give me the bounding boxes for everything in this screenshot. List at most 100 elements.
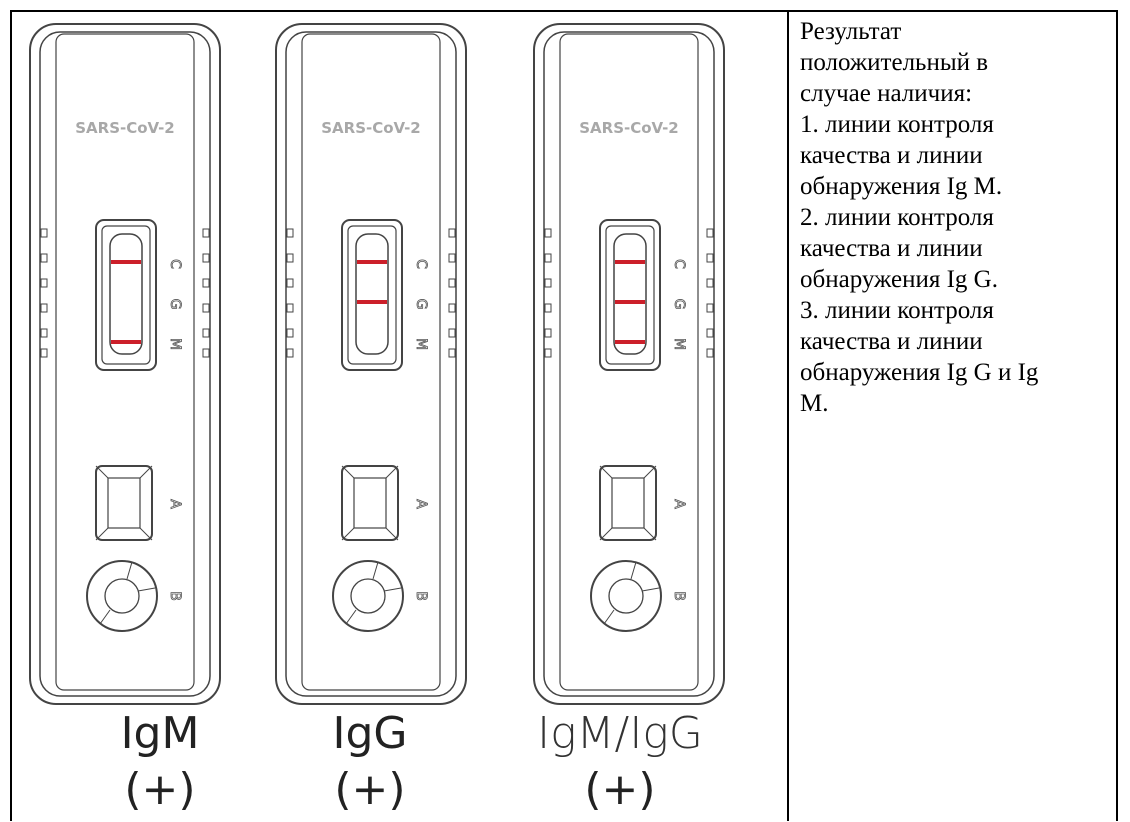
brand-text: SARS-CoV-2: [75, 119, 175, 137]
well-b-inner: [608, 578, 644, 614]
desc-line: обнаружения Ig G.: [800, 266, 998, 293]
cassette-center-panel: [559, 33, 699, 691]
grip-tick-left: [40, 253, 48, 263]
grip-tick-right: [202, 278, 210, 288]
well-a-bevel: [599, 527, 613, 541]
grip-tick-left: [286, 228, 294, 238]
cassette-3-name: IgM/IgG: [537, 708, 703, 759]
cassette-1-name: IgM: [120, 708, 200, 759]
window-mark-g: G: [413, 299, 429, 310]
grip-tick-left: [40, 303, 48, 313]
reading-window-strip: [109, 233, 143, 355]
grip-tick-right: [202, 253, 210, 263]
line-m: [111, 340, 141, 344]
well-b-spoke: [126, 561, 133, 580]
desc-line: качества и линии: [800, 328, 983, 355]
well-a-frame: [341, 465, 399, 541]
well-b-outer: [332, 560, 404, 632]
desc-line: 3. линии контроля: [800, 297, 994, 324]
well-a-bevel: [95, 527, 109, 541]
cassette-label-1: IgM (+): [60, 712, 260, 822]
desc-line: случае наличия:: [800, 80, 973, 107]
well-b-outer: [590, 560, 662, 632]
desc-line: качества и линии: [800, 142, 983, 169]
well-a-bevel: [643, 465, 657, 479]
cassette-inner-shell: [39, 31, 211, 697]
desc-line: обнаружения Ig G и Ig: [800, 359, 1039, 386]
well-mark-b: B: [671, 591, 687, 601]
well-mark-a: A: [413, 499, 429, 509]
well-mark-b: B: [413, 591, 429, 601]
well-b-spoke: [641, 587, 660, 592]
well-b-inner: [350, 578, 386, 614]
well-mark-a: A: [167, 499, 183, 509]
grip-tick-left: [40, 228, 48, 238]
cell-divider: [787, 10, 789, 821]
cassette-label-3: IgM/IgG (+): [500, 712, 740, 822]
line-m: [615, 340, 645, 344]
desc-line: положительный в: [800, 49, 989, 76]
reading-window-strip: [613, 233, 647, 355]
grip-tick-right: [448, 228, 456, 238]
window-mark-c: C: [413, 259, 429, 269]
grip-tick-left: [544, 303, 552, 313]
grip-tick-right: [448, 348, 456, 358]
well-b-outer: [86, 560, 158, 632]
line-g: [615, 300, 645, 304]
cassette-label-2: IgG (+): [270, 712, 470, 822]
grip-tick-left: [544, 253, 552, 263]
desc-line: качества и линии: [800, 235, 983, 262]
desc-line: M.: [800, 390, 829, 417]
grip-tick-right: [706, 228, 714, 238]
well-b-spoke: [345, 609, 357, 625]
reading-window-bevel: [101, 225, 151, 365]
cassette-1-result: (+): [124, 764, 196, 815]
cassette-2-result: (+): [334, 764, 406, 815]
well-a-inner: [107, 477, 141, 529]
window-mark-g: G: [671, 299, 687, 310]
result-description: Результат положительный в случае наличия…: [800, 16, 1110, 419]
grip-tick-left: [40, 348, 48, 358]
window-mark-c: C: [167, 259, 183, 269]
well-a-inner: [611, 477, 645, 529]
grip-tick-left: [40, 278, 48, 288]
well-mark-a: A: [671, 499, 687, 509]
well-a-frame: [95, 465, 153, 541]
cassette-inner-shell: [543, 31, 715, 697]
grip-tick-right: [202, 228, 210, 238]
line-c: [357, 260, 387, 264]
line-g: [357, 300, 387, 304]
line-c: [615, 260, 645, 264]
well-b-spoke: [603, 609, 615, 625]
well-b-spoke: [372, 561, 379, 580]
cassette-center-panel: [301, 33, 441, 691]
grip-tick-right: [448, 328, 456, 338]
brand-text: SARS-CoV-2: [579, 119, 679, 137]
well-a-bevel: [341, 527, 355, 541]
well-a-bevel: [139, 465, 153, 479]
desc-line: 2. линии контроля: [800, 204, 994, 231]
grip-tick-left: [544, 348, 552, 358]
well-a-bevel: [385, 527, 399, 541]
well-a-bevel: [139, 527, 153, 541]
well-b-spoke: [99, 609, 111, 625]
grip-tick-right: [448, 303, 456, 313]
well-b-spoke: [383, 587, 402, 592]
grip-tick-right: [706, 328, 714, 338]
grip-tick-right: [202, 348, 210, 358]
well-a-inner: [353, 477, 387, 529]
well-b-inner: [104, 578, 140, 614]
table-frame: [10, 10, 1118, 821]
reading-window-bevel: [605, 225, 655, 365]
grip-tick-right: [706, 348, 714, 358]
grip-tick-left: [544, 328, 552, 338]
well-a-bevel: [643, 527, 657, 541]
grip-tick-left: [544, 278, 552, 288]
grip-tick-right: [706, 253, 714, 263]
grip-tick-left: [286, 253, 294, 263]
desc-line: 1. линии контроля: [800, 111, 994, 138]
